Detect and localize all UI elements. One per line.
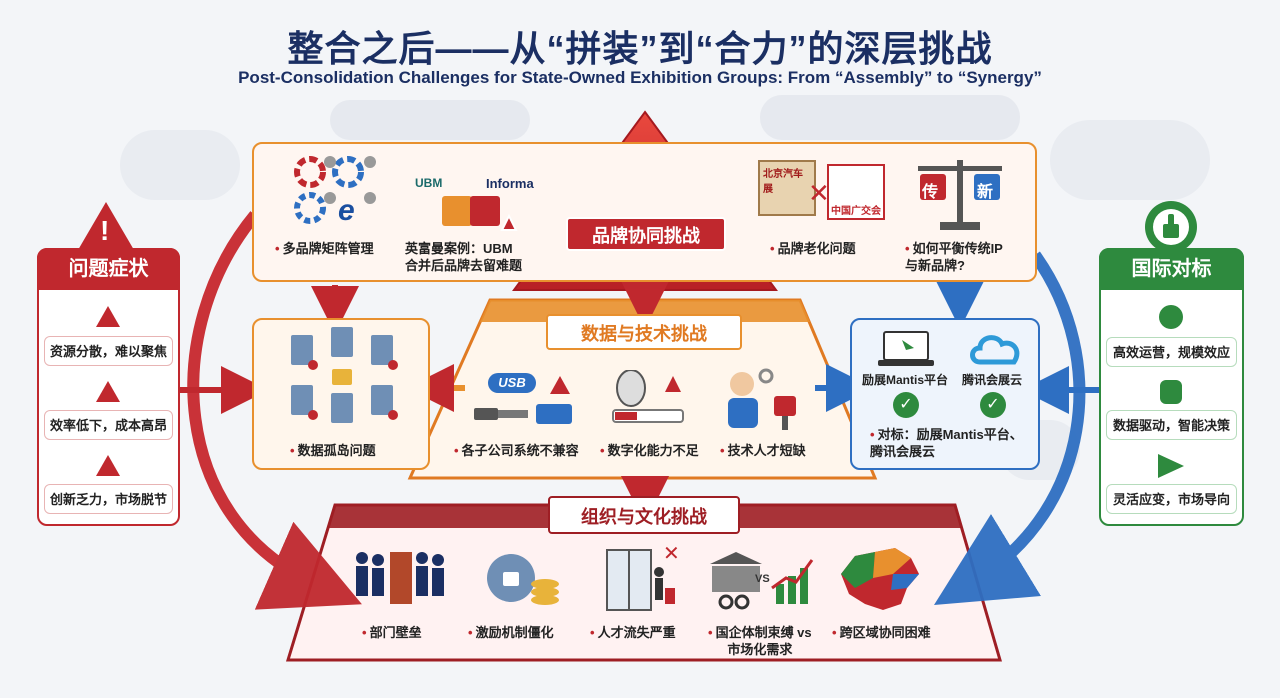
brand-tier-panel xyxy=(252,142,1037,282)
database-icon xyxy=(1160,380,1182,404)
svg-text:✕: ✕ xyxy=(663,543,680,565)
symptom-item-2: 效率低下，成本高昂 xyxy=(44,410,173,440)
data-item-1-label: •数据孤岛问题 xyxy=(290,443,376,458)
data-item-3-label: •数字化能力不足 xyxy=(600,443,699,458)
mouse-low-battery-icon xyxy=(612,370,684,423)
department-wall-icon xyxy=(356,552,444,604)
data-item-4-label: •技术人才短缺 xyxy=(720,443,806,458)
world-map-dots xyxy=(120,95,1210,480)
symptom-3-icon xyxy=(96,455,120,476)
brand-item-2-label: 英富曼案例：UBM 合并后品牌去留难题 xyxy=(405,241,523,273)
puzzle-warning-icon xyxy=(442,196,518,231)
scale-traditional-label: 传 xyxy=(922,184,939,201)
china-map-icon xyxy=(841,548,919,610)
server-network-icon xyxy=(291,327,398,423)
symptom-2-icon xyxy=(96,381,120,402)
informa-logo: Informa xyxy=(486,176,534,191)
international-title: 国际对标 xyxy=(1099,248,1244,290)
org-item-1-label: •部门壁垒 xyxy=(362,625,422,640)
scale-new-label: 新 xyxy=(977,184,994,201)
auto-show-sign: 北京汽车展 xyxy=(758,160,816,216)
page-subtitle: Post-Consolidation Challenges for State-… xyxy=(238,68,1042,87)
laptop-icon xyxy=(878,331,934,366)
page-title: 整合之后——从“拼装”到“合力”的深层挑战 xyxy=(287,28,993,69)
data-item-2-label: •各子公司系统不兼容 xyxy=(454,443,579,458)
symptom-1-icon xyxy=(96,306,120,327)
left-curve-arrow xyxy=(187,211,362,610)
brand-item-1-label: •多品牌矩阵管理 xyxy=(275,241,374,256)
revolving-door-icon: ✕ xyxy=(606,543,680,611)
multi-brand-logos-icon: e xyxy=(294,156,376,227)
check-icon: ✓ xyxy=(980,392,1006,418)
org-item-2-label: •激励机制僵化 xyxy=(468,625,554,640)
balance-scale-icon xyxy=(918,160,1002,230)
usb-label: USB xyxy=(488,373,536,393)
warning-triangle-icon xyxy=(78,202,134,250)
symptom-item-1: 资源分散，难以聚焦 xyxy=(44,336,173,366)
megaphone-icon xyxy=(1158,454,1184,478)
benchmark-tencent-label: 腾讯会展云 xyxy=(962,373,1023,387)
canton-fair-stamp: 中国广交会 xyxy=(827,164,885,220)
gear-coins-lock-icon xyxy=(487,554,559,605)
org-item-5-label: •跨区域协同困难 xyxy=(832,625,931,640)
cross-icon: ✕ xyxy=(808,178,830,208)
gear-icon xyxy=(1159,305,1183,329)
data-tier-banner: 数据与技术挑战 xyxy=(546,314,742,350)
brand-tier-banner: 品牌协同挑战 xyxy=(566,217,726,251)
org-tier-banner: 组织与文化挑战 xyxy=(548,496,740,534)
org-item-4-label: •国企体制束缚 vs 市场化需求 xyxy=(708,625,812,657)
right-curve-arrow xyxy=(934,251,1086,605)
org-item-3-label: •人才流失严重 xyxy=(590,625,676,640)
gear-thumbs-up-icon xyxy=(1145,201,1197,253)
benchmark-item-1: 高效运营，规模效应 xyxy=(1106,337,1237,367)
incompatible-ports-icon xyxy=(474,376,572,424)
warning-exclaim: ! xyxy=(100,215,110,246)
benchmark-text: •对标：励展Mantis平台、 腾讯会展云 xyxy=(870,427,1023,459)
svg-text:e: e xyxy=(338,194,355,227)
benchmark-item-3: 灵活应变，市场导向 xyxy=(1106,484,1237,514)
cloud-icon xyxy=(970,335,1020,365)
symptom-item-3: 创新乏力，市场脱节 xyxy=(44,484,173,514)
benchmark-mantis-label: 励展Mantis平台 xyxy=(862,373,949,387)
vs-label: VS xyxy=(755,573,770,585)
confused-staff-icon xyxy=(728,368,796,430)
symptoms-title: 问题症状 xyxy=(37,248,180,290)
brand-item-4-label: •如何平衡传统IP 与新品牌? xyxy=(905,241,1003,273)
soe-vs-market-icon xyxy=(710,552,814,610)
benchmark-item-2: 数据驱动，智能决策 xyxy=(1106,410,1237,440)
brand-item-3-label: •品牌老化问题 xyxy=(770,241,856,256)
ubm-logo: UBM xyxy=(415,176,443,190)
check-icon: ✓ xyxy=(893,392,919,418)
